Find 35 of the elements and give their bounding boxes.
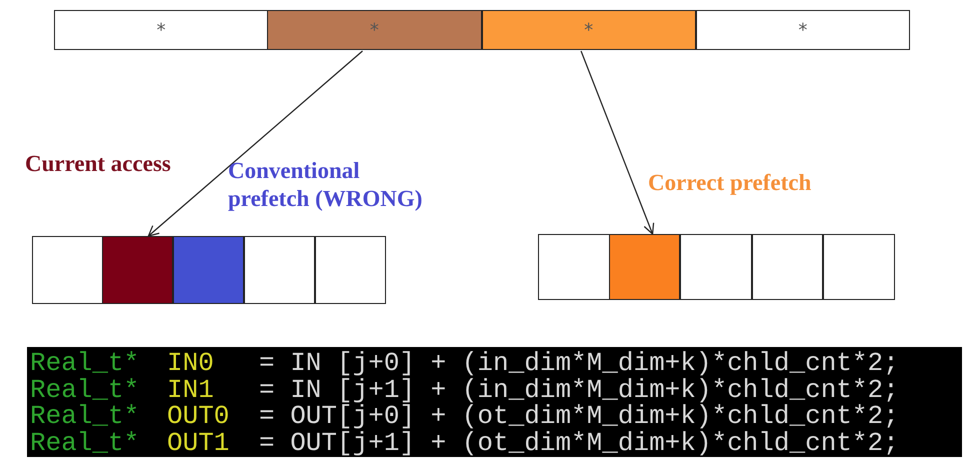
asterisk-mark: * xyxy=(370,20,379,40)
array-cell xyxy=(823,234,895,300)
array-cell xyxy=(482,10,696,50)
array-cell xyxy=(173,236,244,304)
code-expression: = OUT[j+1] + (ot_dim*M_dim+k)*chld_cnt*2; xyxy=(259,430,899,456)
array-cell xyxy=(696,10,910,50)
variable-name: OUT0 xyxy=(167,403,230,429)
array-cell xyxy=(102,236,173,304)
type-keyword: Real_t* xyxy=(30,376,140,402)
code-expression: = IN [j+1] + (in_dim*M_dim+k)*chld_cnt*2; xyxy=(259,376,899,402)
array-cell xyxy=(538,234,610,300)
code-expression: = OUT[j+0] + (ot_dim*M_dim+k)*chld_cnt*2; xyxy=(259,403,899,429)
array-cell xyxy=(244,236,315,304)
asterisk-mark: * xyxy=(584,20,594,40)
array-cell xyxy=(32,236,103,304)
variable-name: IN1 xyxy=(167,376,214,402)
annotation-label: Current access xyxy=(25,150,172,178)
annotation-label: Correct prefetch xyxy=(648,169,812,197)
array-cell xyxy=(54,10,268,50)
array-cell xyxy=(608,234,680,300)
code-expression: = IN [j+0] + (in_dim*M_dim+k)*chld_cnt*2; xyxy=(259,350,899,376)
variable-name: OUT1 xyxy=(167,430,230,456)
asterisk-mark: * xyxy=(156,20,166,40)
type-keyword: Real_t* xyxy=(30,430,140,456)
type-keyword: Real_t* xyxy=(30,350,140,376)
array-cell xyxy=(267,10,482,50)
type-keyword: Real_t* xyxy=(30,403,140,429)
array-cell xyxy=(680,234,752,300)
arrow xyxy=(580,50,654,235)
annotation-label: Conventional prefetch (WRONG) xyxy=(228,157,424,213)
array-cell xyxy=(752,234,824,300)
array-cell xyxy=(315,236,386,304)
variable-name: IN0 xyxy=(167,350,214,376)
asterisk-mark: * xyxy=(798,20,808,40)
arrow xyxy=(148,50,363,237)
